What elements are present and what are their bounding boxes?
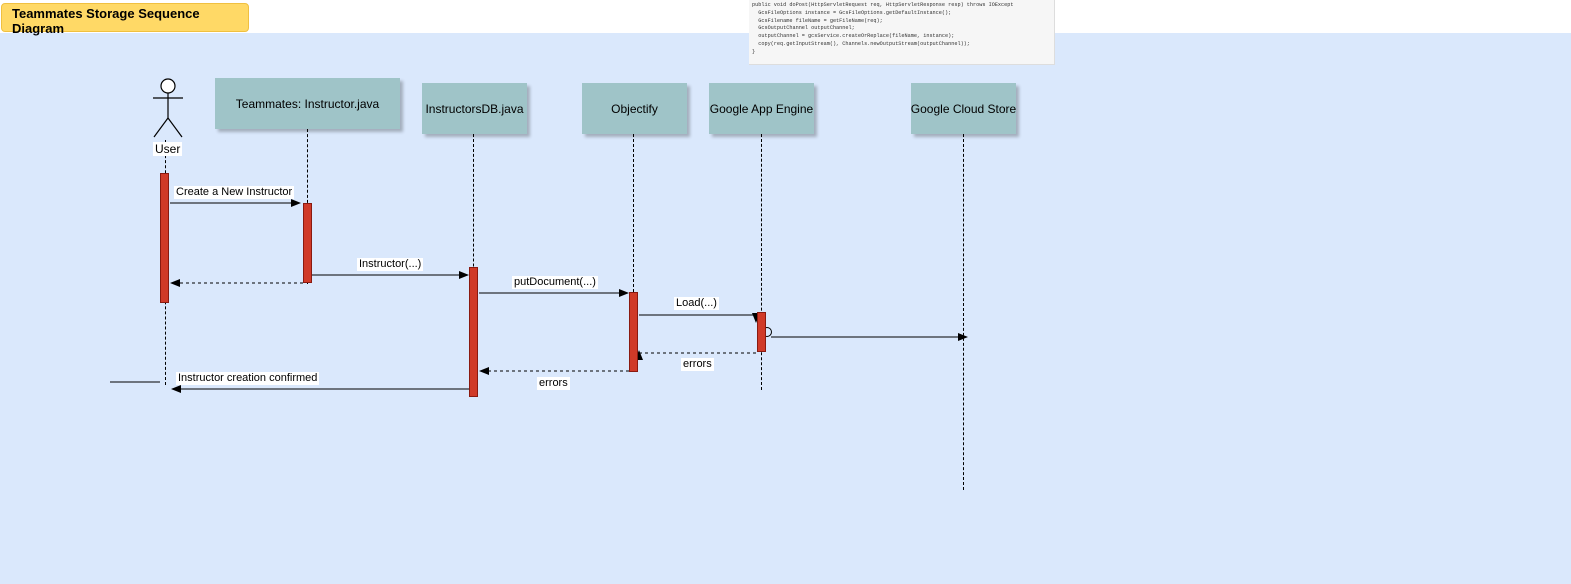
lifeline-instructorsdb [473,134,474,396]
participant-label: Google App Engine [709,101,814,116]
code-line: copy(req.getInputStream(), Channels.newO… [752,40,970,47]
user-actor-icon [153,78,183,138]
activation-instructorsdb [469,267,478,397]
activation-instructor [303,203,312,283]
code-line: GcsFilename fileName = getFileName(req); [752,17,883,24]
participant-label: Objectify [611,101,658,116]
participant-google-app-engine[interactable]: Google App Engine [709,83,814,134]
code-line: outputChannel = gcsService.createOrRepla… [752,33,955,40]
message-label: errors [537,377,570,390]
lifeline-objectify [633,134,634,372]
activation-user [160,173,169,303]
message-label: Create a New Instructor [174,186,295,199]
lifeline-google-cloud-store [963,134,964,490]
participant-label: Teammates: Instructor.java [235,96,380,111]
message-label: errors [681,358,714,371]
message-label: Instructor(...) [357,258,424,271]
participant-instructor[interactable]: Teammates: Instructor.java [215,78,400,129]
diagram-title[interactable]: Teammates Storage Sequence Diagram [1,3,249,36]
code-line: } [752,48,756,55]
participant-instructorsdb[interactable]: InstructorsDB.java [422,83,527,134]
code-line: public void doPost(HttpServletRequest re… [752,2,1014,8]
activation-google-app-engine [757,312,766,352]
participant-objectify[interactable]: Objectify [582,83,687,134]
code-line: GcsOutputChannel outputChannel; [752,25,855,32]
message-label: Instructor creation confirmed [176,372,320,385]
participant-google-cloud-store[interactable]: Google Cloud Store [911,83,1016,134]
message-label: putDocument(...) [512,276,598,289]
participant-label: Google Cloud Store [910,101,1017,116]
activation-objectify [629,292,638,372]
lifeline-google-app-engine [761,134,762,390]
actor-label: User [153,142,183,156]
code-line: GcsFileOptions instance = GcsFileOptions… [752,9,952,16]
message-label: Load(...) [674,297,719,310]
participant-label: InstructorsDB.java [425,101,524,116]
code-snippet-image: public void doPost(HttpServletRequest re… [749,0,1055,65]
